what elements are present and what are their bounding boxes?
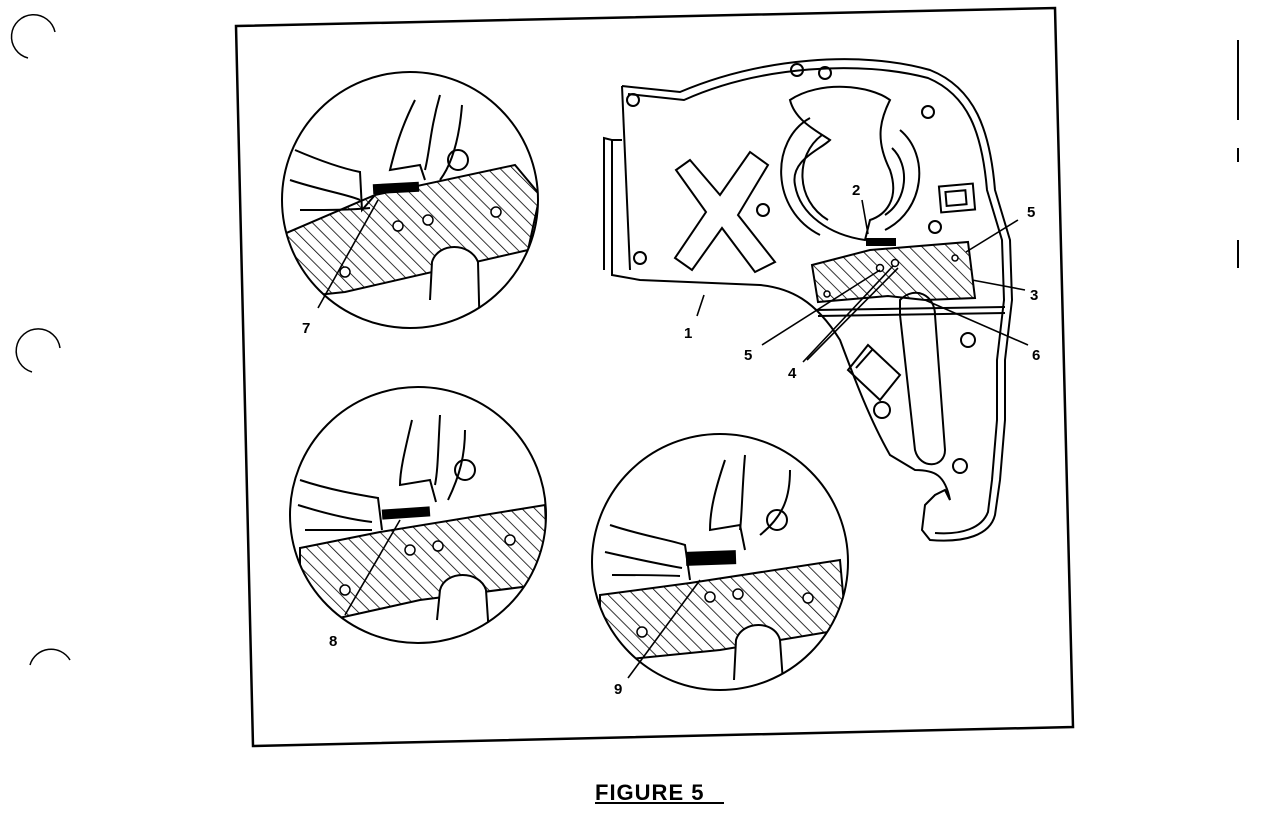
binder-hole-top xyxy=(10,13,56,59)
callout-1: 1 xyxy=(684,325,692,342)
lower-clip xyxy=(846,343,902,402)
callout-8: 8 xyxy=(329,633,337,650)
binder-hole-bottom xyxy=(29,648,71,666)
housing-outline xyxy=(603,58,1014,542)
callout-7: 7 xyxy=(302,320,310,337)
callout-4: 4 xyxy=(788,365,797,382)
callout-5-upper: 5 xyxy=(1027,204,1035,221)
figure-frame xyxy=(234,6,1075,748)
callout-5-lower: 5 xyxy=(744,347,752,364)
x-emboss xyxy=(673,150,777,274)
callout-2: 2 xyxy=(852,182,860,199)
callout-3: 3 xyxy=(1030,287,1038,304)
drum-ring-inner xyxy=(801,134,905,221)
binder-holes xyxy=(10,13,71,666)
detail-8: 8 xyxy=(289,386,547,650)
callout-6: 6 xyxy=(1032,347,1040,364)
main-plate-holes xyxy=(823,254,959,298)
drum-cutout xyxy=(788,85,895,242)
detail-9: 9 xyxy=(591,433,849,698)
lower-slot xyxy=(899,291,947,466)
drum-ring xyxy=(780,117,921,236)
detail-7: 7 xyxy=(281,71,539,337)
housing-holes xyxy=(626,63,976,474)
main-shim xyxy=(866,238,896,246)
housing-inner-outline xyxy=(627,67,1006,535)
binder-hole-middle xyxy=(15,328,61,373)
figure-caption: FIGURE 5 xyxy=(595,780,704,805)
main-leader-lines xyxy=(696,199,1029,363)
callout-9: 9 xyxy=(614,681,622,698)
